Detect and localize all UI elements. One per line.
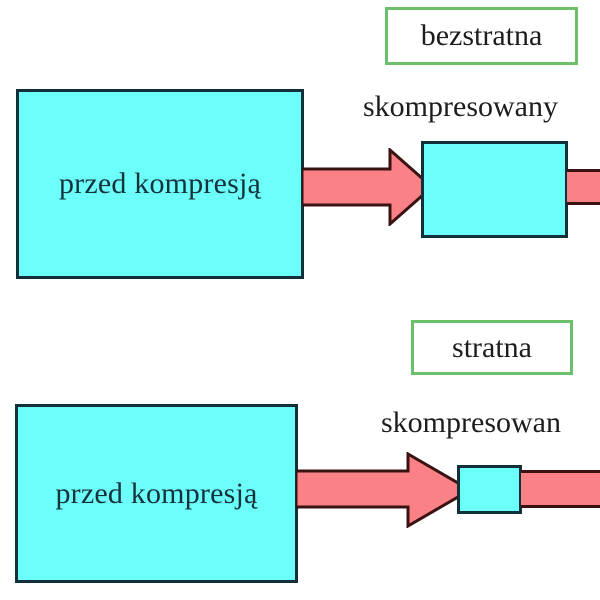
source-box-lossless: przed kompresją	[16, 89, 304, 279]
source-box-label-lossless: przed kompresją	[58, 167, 262, 200]
compressed-box-lossy	[457, 465, 522, 514]
compression-arrow-lossy	[296, 452, 472, 528]
tag-box-lossless: bezstratna	[385, 7, 578, 65]
tag-label-lossy: stratna	[452, 330, 532, 364]
caption-lossy: skompresowan	[381, 406, 561, 439]
tag-box-lossy: stratna	[411, 320, 573, 375]
source-box-label-lossy: przed kompresją	[55, 476, 258, 510]
caption-lossless: skompresowany	[363, 90, 558, 123]
arrow-right-icon	[296, 452, 472, 528]
compression-arrow-lossless	[302, 148, 434, 226]
compressed-box-lossless	[421, 141, 568, 238]
decompression-shaft-lossless	[567, 169, 600, 205]
arrow-right-icon	[302, 148, 434, 226]
decompression-shaft-lossy	[521, 470, 600, 508]
tag-label-lossless: bezstratna	[420, 19, 543, 52]
source-box-lossy: przed kompresją	[15, 404, 298, 583]
